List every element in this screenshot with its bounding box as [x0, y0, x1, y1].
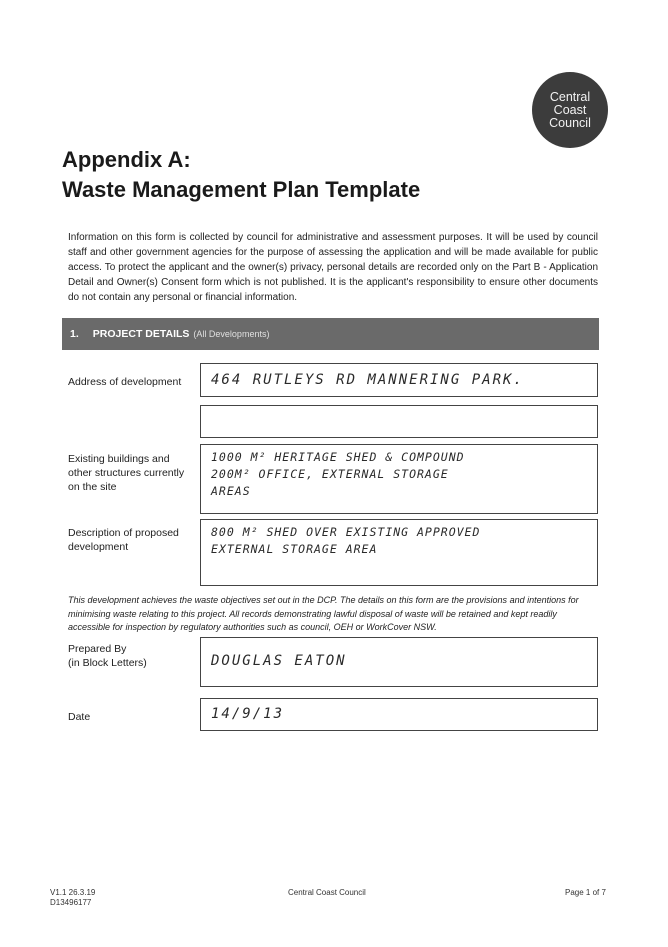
logo-line-2: Coast [553, 102, 587, 117]
prepared-by-label: Prepared By (in Block Letters) [68, 643, 147, 669]
date-label: Date [68, 711, 91, 723]
footer-version: V1.1 26.3.19 D13496177 [50, 888, 96, 907]
date-field[interactable]: 14/9/13 [200, 698, 598, 731]
existing-structures-field[interactable]: 1000 M² HERITAGE SHED & COMPOUND 200M² O… [200, 444, 598, 514]
footer-page-number: Page 1 of 7 [565, 888, 606, 897]
address-label: Address of development [68, 376, 182, 388]
proposed-development-field[interactable]: 800 M² SHED OVER EXISTING APPROVED EXTER… [200, 519, 598, 586]
prepared-by-field[interactable]: DOUGLAS EATON [200, 637, 598, 687]
logo-line-3: Council [549, 115, 591, 130]
proposed-development-label: Description of proposed development [68, 527, 179, 553]
title-line-1: Appendix A: [62, 147, 191, 172]
privacy-notice: Information on this form is collected by… [68, 232, 598, 303]
council-logo: Central Coast Council [532, 72, 608, 148]
logo-line-1: Central [549, 89, 591, 104]
waste-objectives-statement: This development achieves the waste obje… [68, 595, 579, 632]
address-field[interactable]: 464 RUTLEYS RD MANNERING PARK. [200, 363, 598, 397]
page-title: Appendix A: Waste Management Plan Templa… [62, 145, 420, 205]
existing-structures-label: Existing buildings and other structures … [68, 453, 185, 493]
section-subheading: (All Developments) [193, 329, 270, 339]
section-number: 1. [70, 328, 79, 340]
title-line-2: Waste Management Plan Template [62, 177, 421, 202]
section-heading: PROJECT DETAILS [92, 328, 190, 340]
footer-council: Central Coast Council [288, 888, 366, 897]
section-header-project-details: 1. PROJECT DETAILS (All Developments) [62, 318, 599, 350]
address-field-line-2[interactable] [200, 405, 598, 438]
